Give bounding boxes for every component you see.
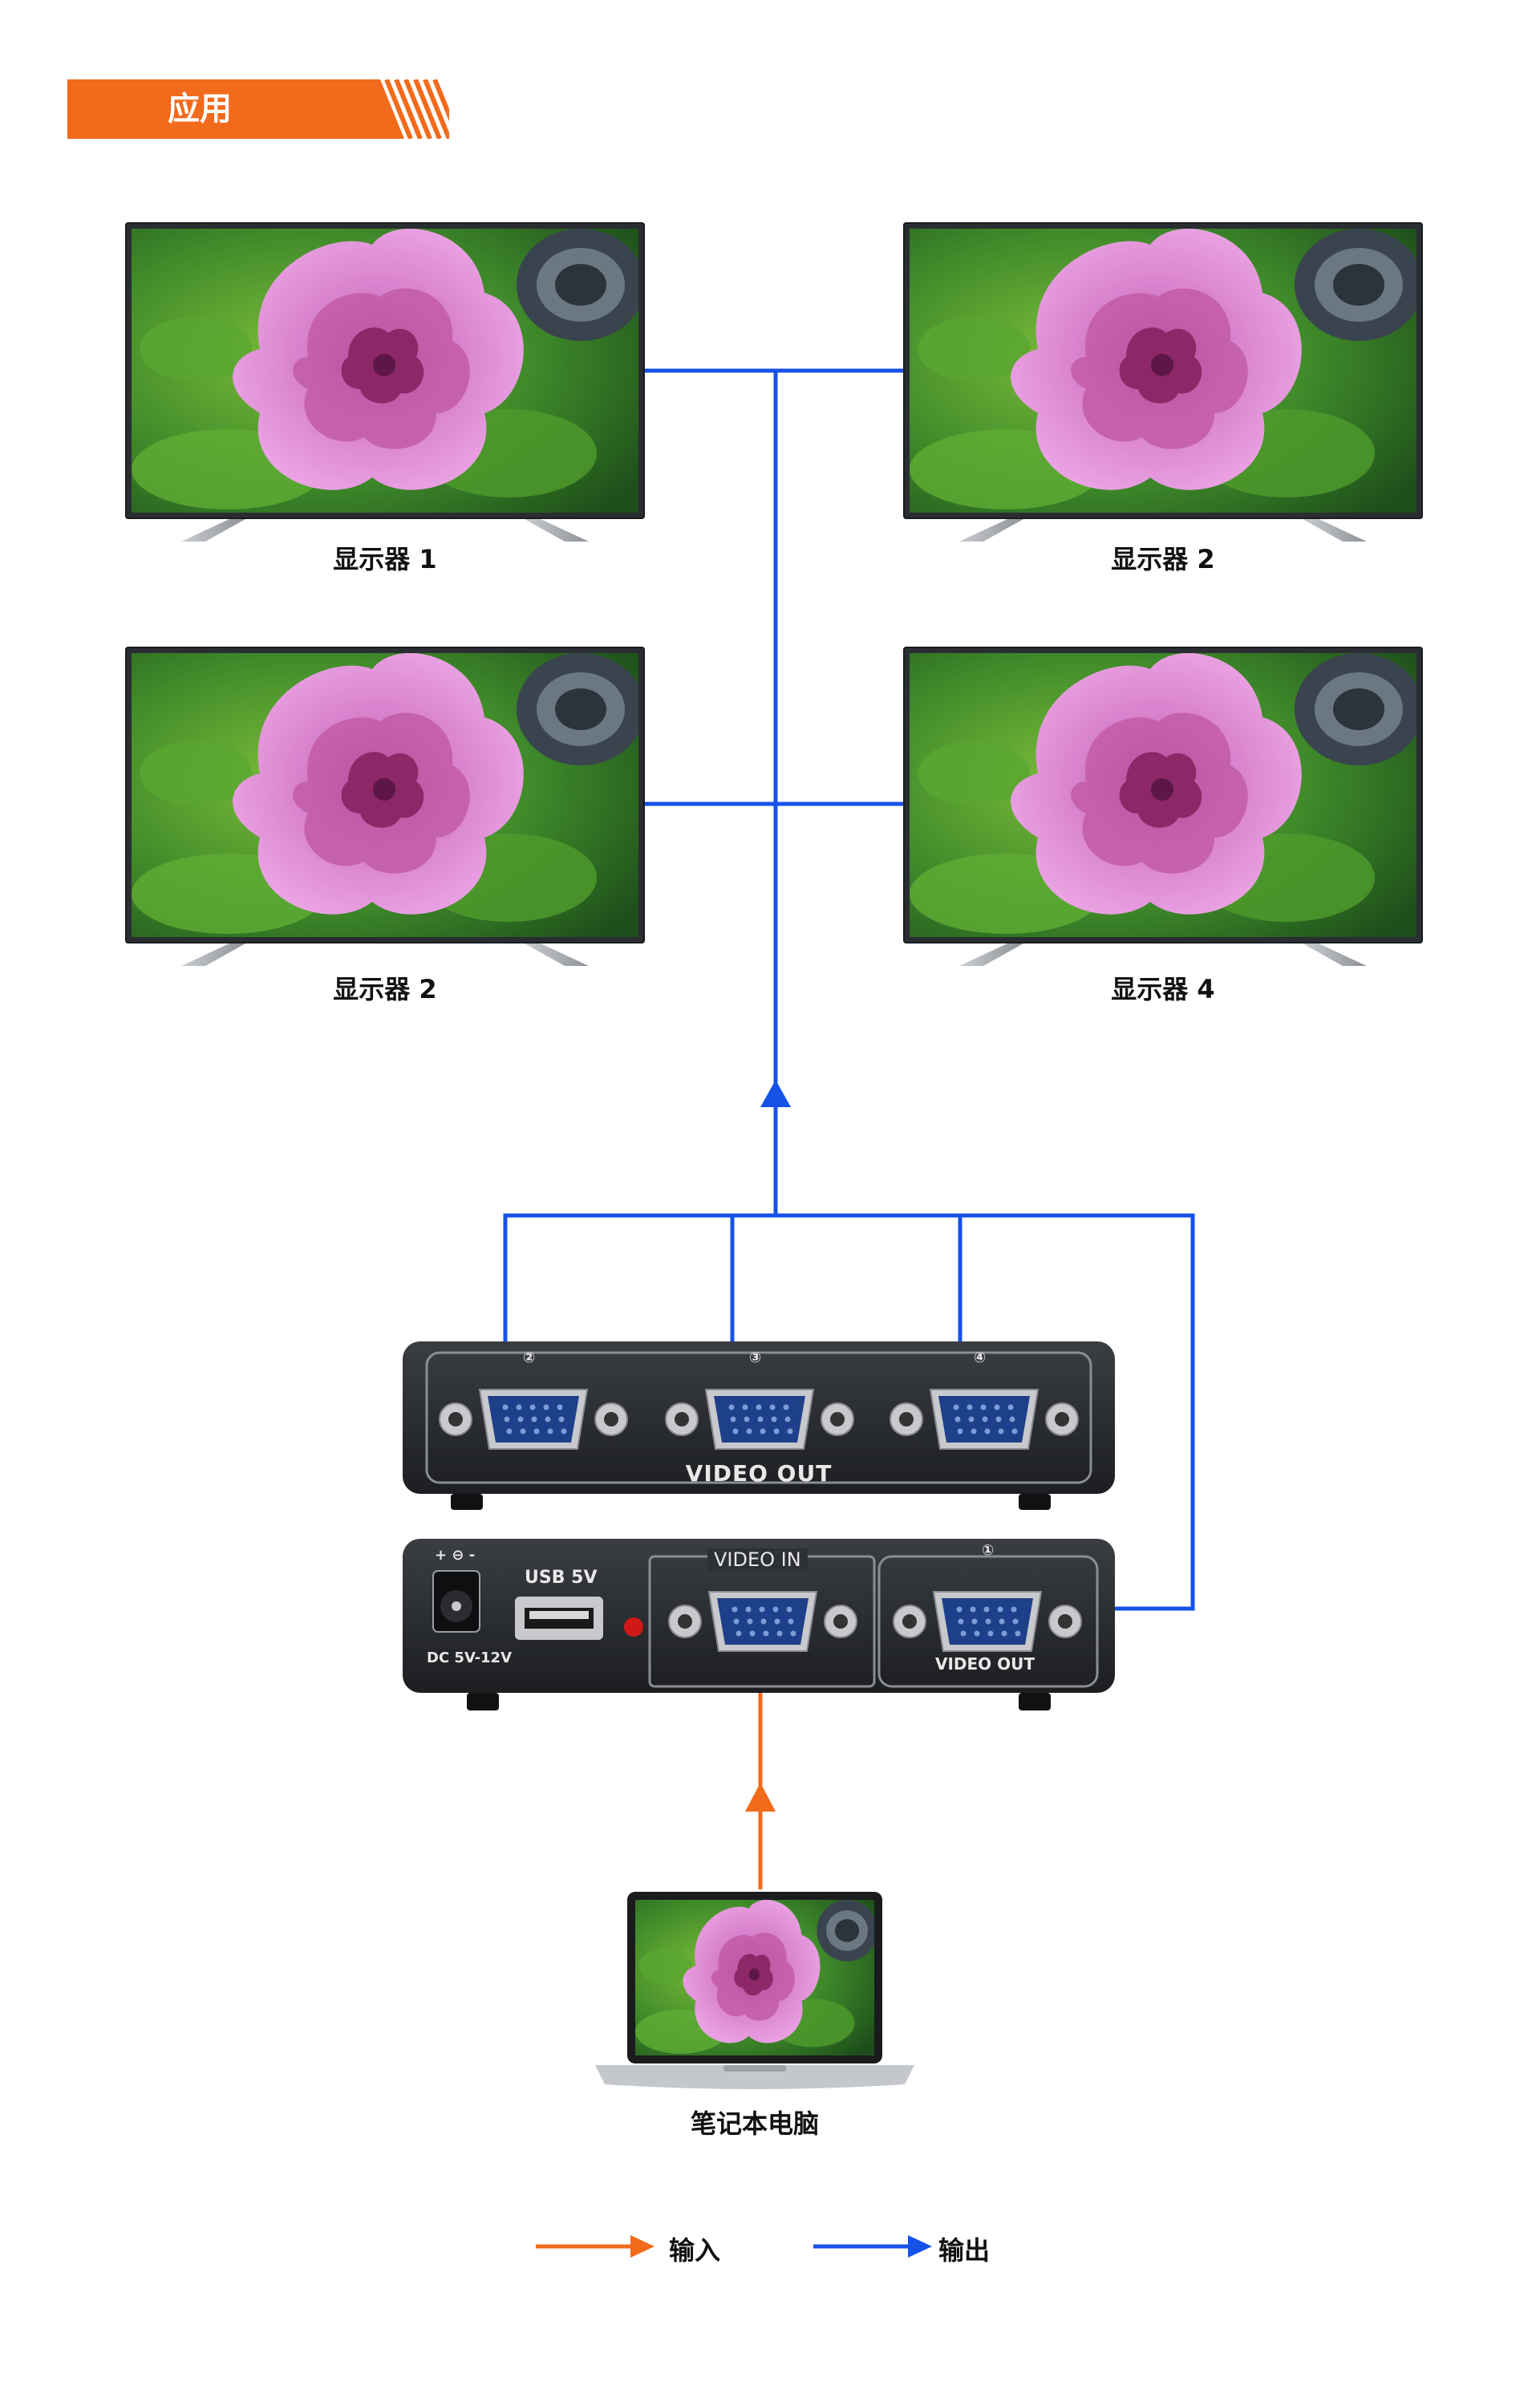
legend-input-label: 输入 (669, 2235, 721, 2266)
splitter-output-panel: ② ③ ④ VIDEO OUT (403, 1341, 1115, 1510)
video-out-label: VIDEO OUT (685, 1460, 833, 1487)
port-4-number: ④ (974, 1349, 987, 1366)
input-arrowhead (745, 1783, 776, 1812)
power-label: DC 5V-12V (427, 1650, 513, 1666)
monitor-2-label: 显示器 2 (1111, 544, 1215, 574)
wire-bus (503, 1213, 1195, 1611)
port-1-number: ① (982, 1542, 995, 1559)
monitor-screen-image (910, 229, 1416, 513)
legend-input-arrow (536, 2235, 654, 2258)
legend-input: 输入 (533, 2222, 741, 2270)
monitor-4-label: 显示器 4 (1111, 974, 1215, 1004)
monitor-screen-image (910, 653, 1416, 937)
monitor-4 (903, 647, 1423, 966)
port-3-number: ③ (749, 1349, 762, 1366)
legend-output-label: 输出 (938, 2235, 991, 2266)
legend-output-arrow (813, 2235, 932, 2258)
monitor-1 (125, 222, 645, 542)
section-tag: 应用 (67, 79, 449, 139)
monitor-3-label: 显示器 2 (333, 974, 437, 1004)
laptop (595, 1892, 914, 2092)
monitor-3 (125, 647, 645, 966)
port-1-label: VIDEO OUT (935, 1654, 1035, 1674)
monitor-2 (903, 222, 1423, 542)
usb-label: USB 5V (525, 1568, 598, 1588)
legend-output: 输出 (810, 2222, 1019, 2270)
port-2-number: ② (523, 1349, 536, 1366)
laptop-label: 笔记本电脑 (690, 2108, 819, 2139)
output-arrowhead (760, 1080, 791, 1107)
monitor-screen-image (132, 653, 638, 937)
monitor-1-label: 显示器 1 (333, 544, 437, 574)
section-tag-shape (67, 79, 449, 139)
splitter-input-panel: + ⊖ - DC 5V-12V USB 5V VIDEO IN ① VIDEO … (403, 1539, 1115, 1723)
video-in-label: VIDEO IN (707, 1548, 808, 1571)
power-symbol: + ⊖ - (435, 1547, 476, 1564)
monitor-screen-image (132, 229, 638, 513)
section-title: 应用 (168, 91, 232, 128)
